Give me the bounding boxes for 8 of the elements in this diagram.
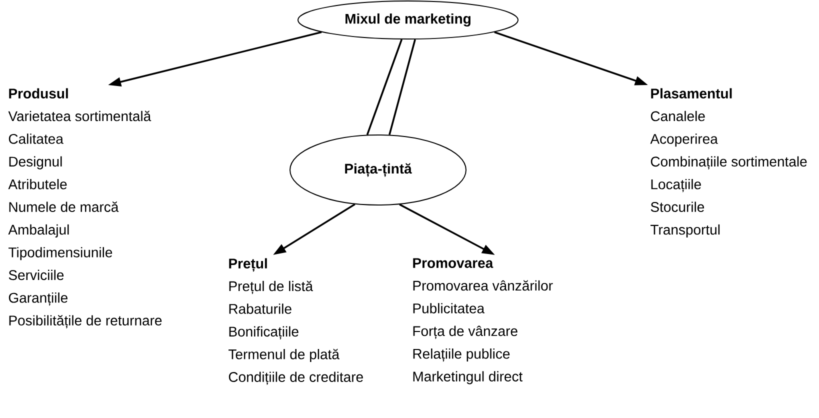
connector-line (388, 39, 416, 136)
text-list: Produsul Varietatea sortimentală Calitatea Designul Atributele Numele de marcă Ambalajul Tipodimensiunile Serviciile Garanțiile Posibilitățile de returnare (8, 88, 162, 328)
ellipse-node: Piața-țintă (290, 134, 466, 206)
ellipse-node: Mixul de marketing (298, 0, 518, 40)
text-list: Plasamentul Canalele Acoperirea Combinațiile sortimentale Locațiile Stocurile Transportul (650, 88, 807, 238)
text-list: Promovarea Promovarea vânzărilor Publicitatea Forța de vânzare Relațiile publice Marketingul direct (413, 258, 553, 384)
connector-line (366, 39, 403, 136)
text-list: Prețul Prețul de listă Rabaturile Bonificațiile Termenul de plată Condițiile de creditare (228, 258, 363, 385)
